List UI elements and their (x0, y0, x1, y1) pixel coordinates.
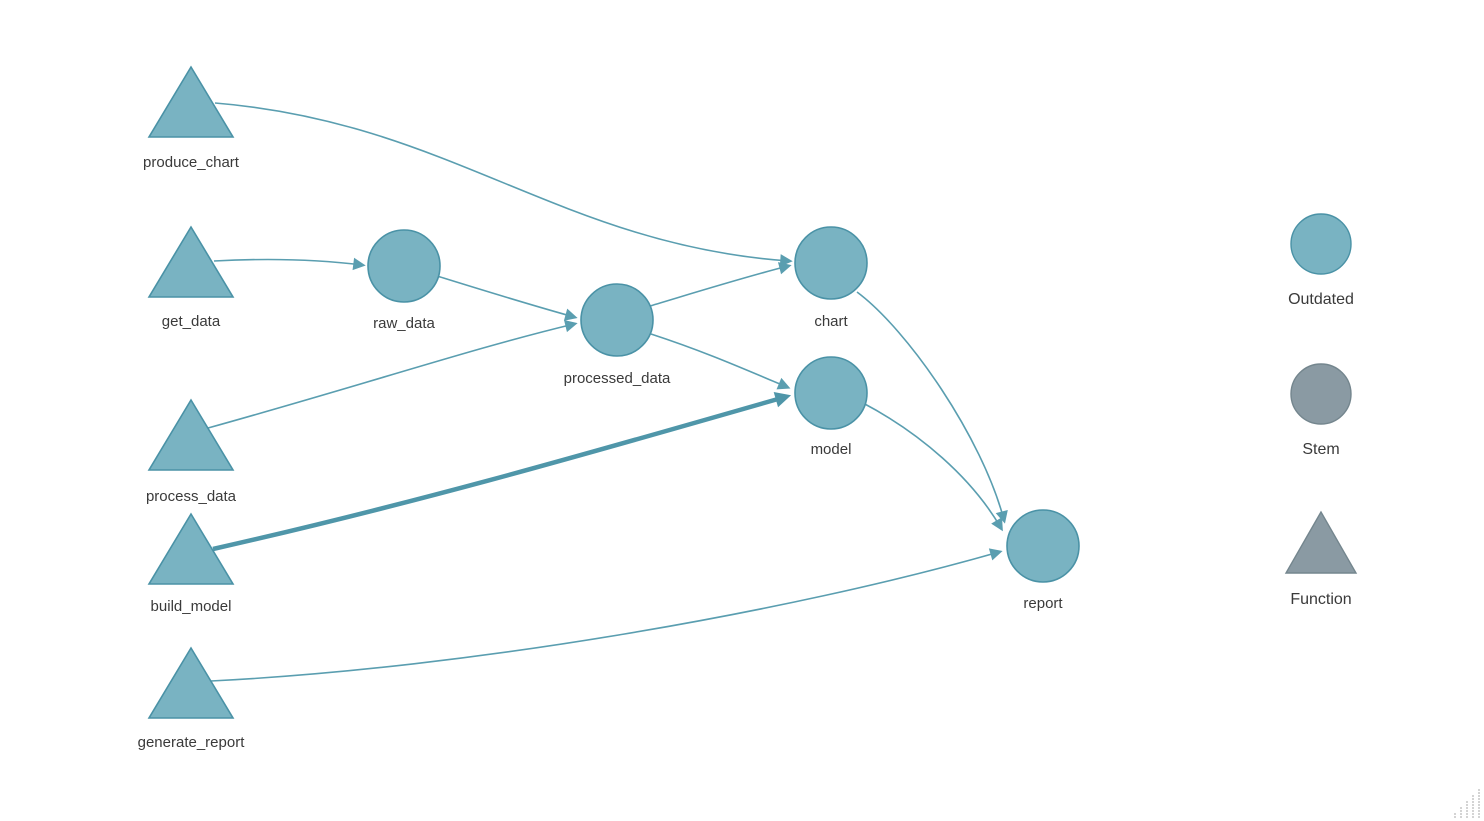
legend-stem-icon (1290, 363, 1352, 425)
edge-get_data-raw_data[interactable] (213, 257, 366, 271)
node-label-report: report (1023, 595, 1063, 612)
node-build_model[interactable] (147, 512, 235, 585)
node-label-get_data: get_data (162, 313, 221, 330)
legend-label-stem: Stem (1302, 441, 1339, 458)
edge-model-report[interactable] (862, 402, 1003, 532)
edges-layer (207, 102, 1008, 682)
nodes-layer: produce_chart get_data process_data build_m… (138, 65, 1080, 751)
node-processed_data[interactable] (580, 283, 654, 357)
node-get_data[interactable] (147, 225, 235, 298)
edge-processed_data-chart[interactable] (649, 262, 792, 307)
legend-outdated-icon (1290, 213, 1352, 275)
edge-produce_chart-chart[interactable] (214, 102, 793, 267)
node-label-generate_report: generate_report (138, 734, 246, 751)
edge-process_data-processed_data[interactable] (207, 319, 578, 429)
edge-raw_data-processed_data[interactable] (436, 275, 578, 321)
node-raw_data[interactable] (367, 229, 441, 303)
node-produce_chart[interactable] (147, 65, 235, 138)
node-model[interactable] (794, 356, 868, 430)
node-label-raw_data: raw_data (373, 315, 435, 332)
node-label-process_data: process_data (146, 488, 237, 505)
resize-grip[interactable] (1454, 789, 1480, 818)
legend-function-icon (1284, 510, 1358, 574)
node-label-chart: chart (814, 313, 848, 330)
node-label-produce_chart: produce_chart (143, 154, 240, 171)
legend-label-outdated: Outdated (1288, 291, 1354, 308)
node-label-model: model (811, 441, 852, 458)
node-chart[interactable] (794, 226, 868, 300)
edge-generate_report-report[interactable] (210, 548, 1003, 682)
edge-processed_data-model[interactable] (650, 333, 791, 390)
node-label-processed_data: processed_data (564, 370, 671, 387)
edge-chart-report[interactable] (856, 291, 1008, 524)
node-generate_report[interactable] (147, 646, 235, 719)
node-label-build_model: build_model (151, 598, 232, 615)
edge-build_model-model[interactable] (212, 391, 792, 552)
node-process_data[interactable] (147, 398, 235, 471)
legend-label-function: Function (1290, 591, 1351, 608)
node-report[interactable] (1006, 509, 1080, 583)
